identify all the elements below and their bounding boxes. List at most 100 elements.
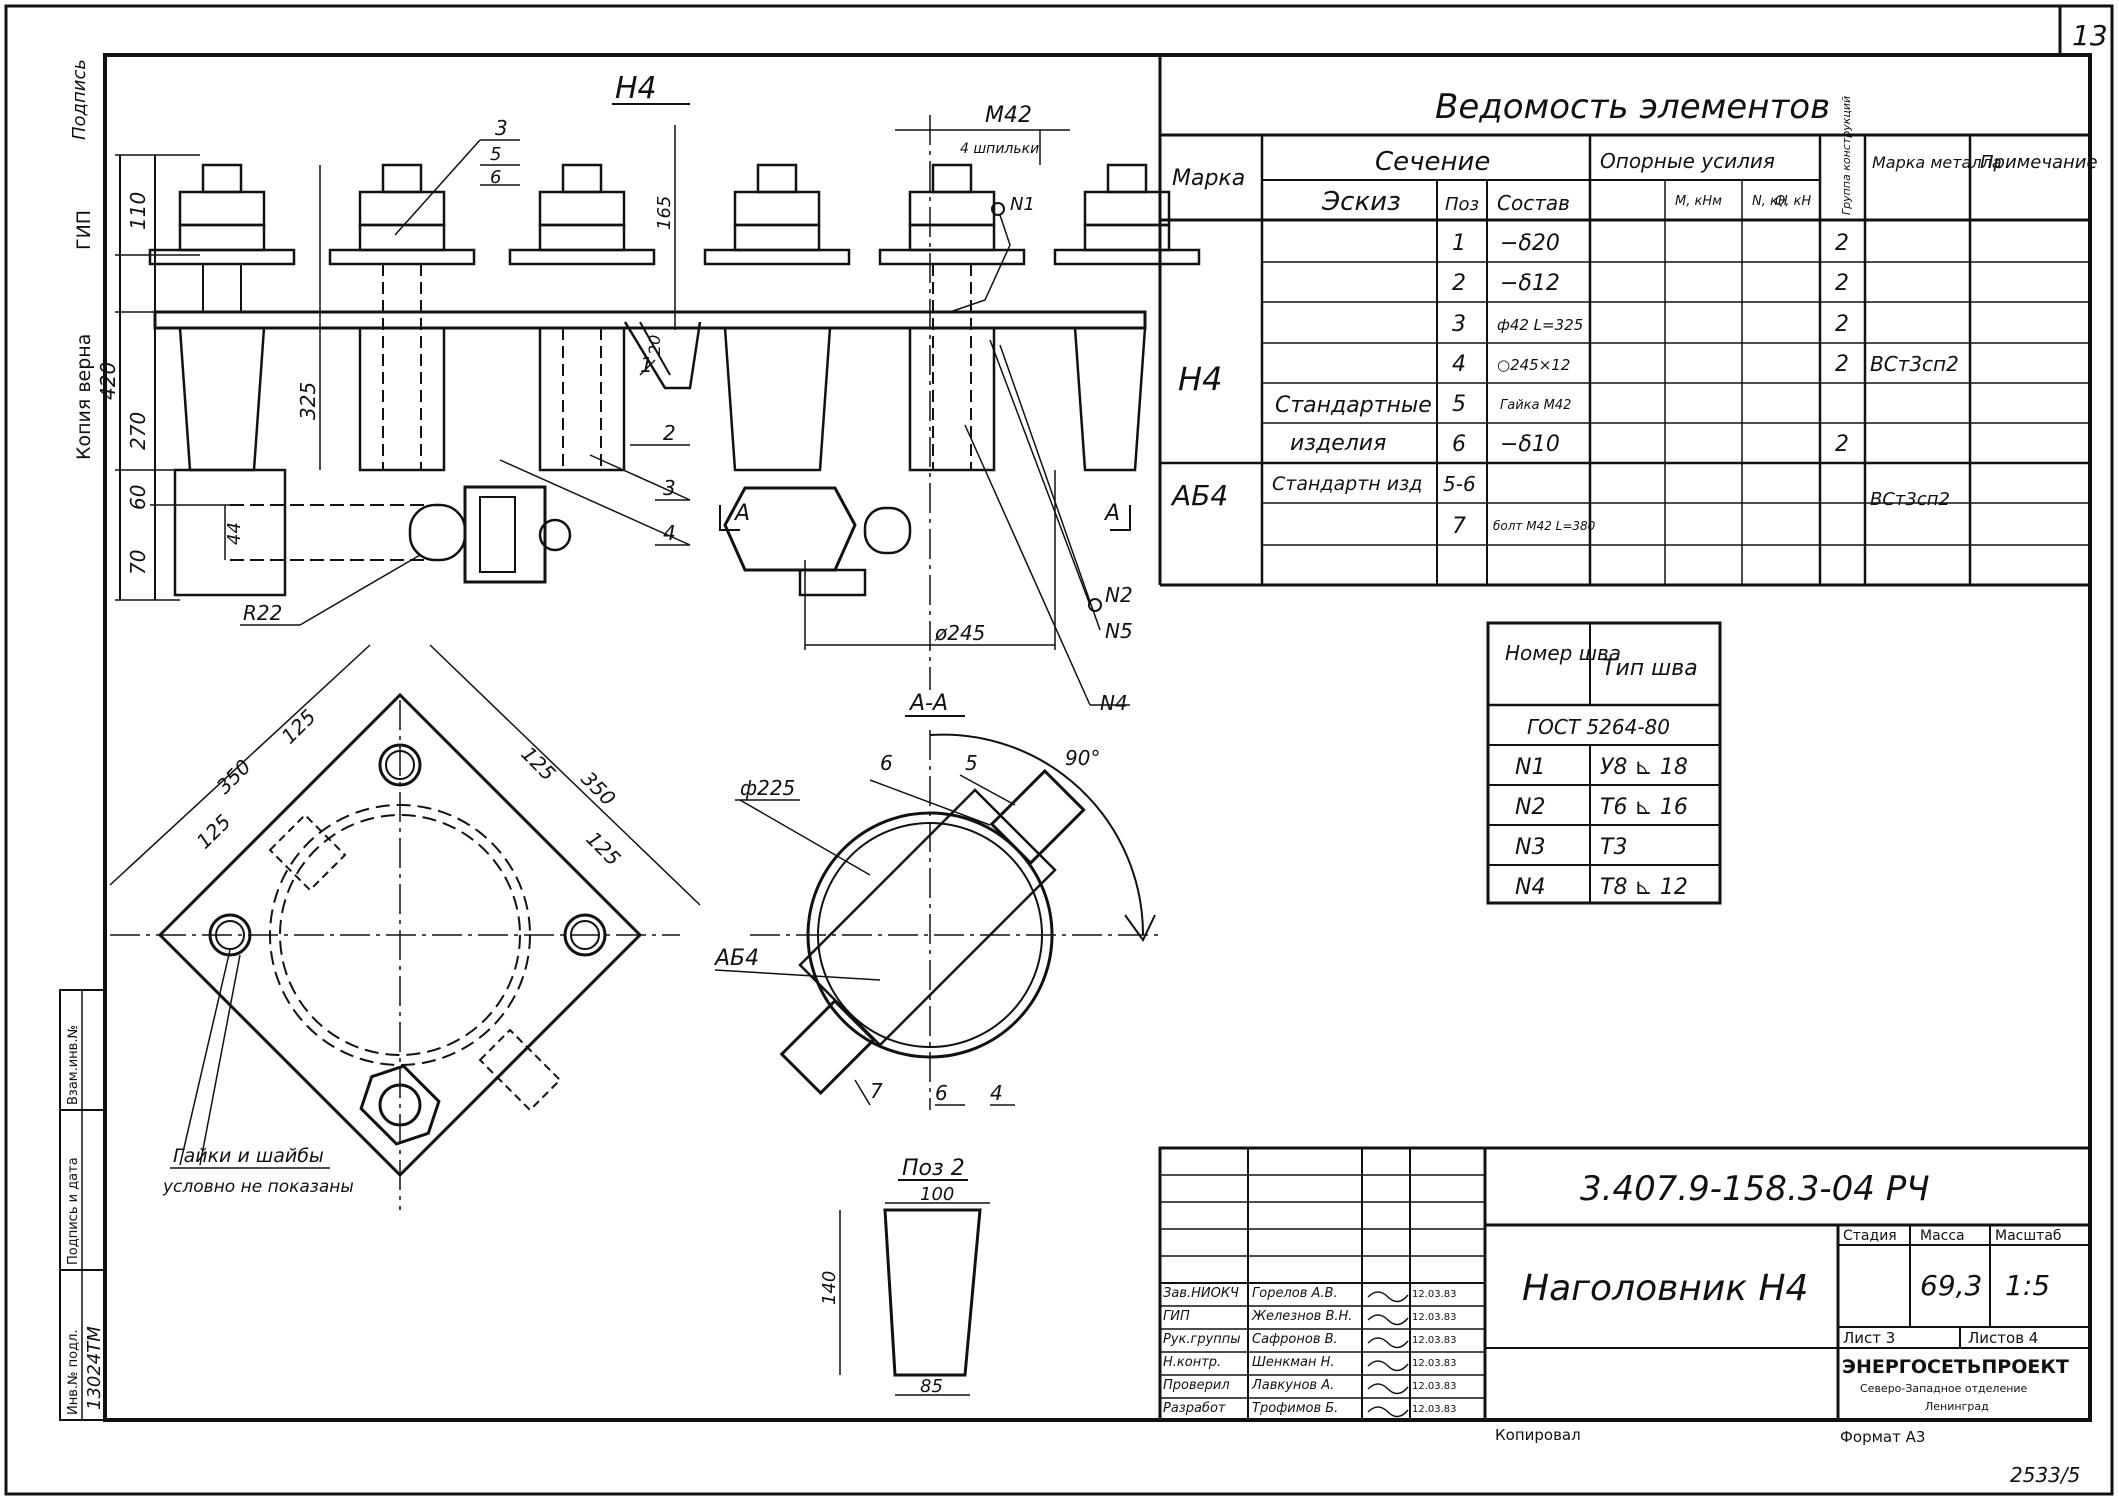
svg-text:Масса: Масса <box>1920 1228 1965 1244</box>
strip-replace-label: Взам.инв.№ <box>66 1025 81 1105</box>
svg-text:2533/5: 2533/5 <box>2010 1463 2080 1487</box>
svg-text:Примечание: Примечание <box>1980 152 2098 173</box>
section-bolt-body <box>798 788 1057 1047</box>
svg-text:2: 2 <box>1835 432 1849 457</box>
svg-text:N1: N1 <box>1010 194 1035 215</box>
svg-text:АБ4: АБ4 <box>713 946 759 971</box>
svg-text:Трофимов Б.: Трофимов Б. <box>1252 1401 1338 1416</box>
svg-text:12.03.83: 12.03.83 <box>1412 1289 1457 1300</box>
svg-text:12.03.83: 12.03.83 <box>1412 1312 1457 1323</box>
svg-text:5: 5 <box>965 751 978 775</box>
svg-text:ЭНЕРГОСЕТЬПРОЕКТ: ЭНЕРГОСЕТЬПРОЕКТ <box>1842 1356 2069 1378</box>
svg-text:Стадия: Стадия <box>1843 1228 1897 1244</box>
bolt-column-4 <box>703 163 851 472</box>
svg-text:Стандартные: Стандартные <box>1275 393 1432 418</box>
svg-text:4 шпильки: 4 шпильки <box>960 141 1039 157</box>
svg-text:3: 3 <box>495 116 508 140</box>
svg-text:12.03.83: 12.03.83 <box>1412 1404 1457 1415</box>
svg-text:N2: N2 <box>1105 583 1133 607</box>
pipe-left <box>173 468 287 597</box>
bolt-column-6 <box>1053 163 1201 472</box>
svg-text:12.03.83: 12.03.83 <box>1412 1381 1457 1392</box>
title-block: 3.407.9-158.3-04 РЧ Наголовник Н4 Стадия… <box>1158 1146 2092 1487</box>
top-plate <box>153 310 1147 330</box>
svg-text:5-6: 5-6 <box>1443 472 1476 496</box>
svg-text:А: А <box>733 501 750 526</box>
elements-table-title: Ведомость элементов <box>1435 87 1830 127</box>
plan-view: 350 125 125 125 350 125 Гайки и шайбы ус… <box>109 644 701 1210</box>
svg-text:Северо-Западное отделение: Северо-Западное отделение <box>1860 1382 2028 1395</box>
svg-text:12.03.83: 12.03.83 <box>1412 1358 1457 1369</box>
svg-text:6: 6 <box>1452 432 1466 457</box>
nut-right <box>723 486 857 572</box>
svg-text:2: 2 <box>1835 352 1849 377</box>
svg-text:○245×12: ○245×12 <box>1497 356 1570 374</box>
svg-text:Группа конструкций: Группа конструкций <box>1840 96 1853 215</box>
svg-text:ф42 L=325: ф42 L=325 <box>1497 316 1583 334</box>
svg-text:350: 350 <box>576 767 620 811</box>
svg-text:M42: M42 <box>985 103 1032 128</box>
svg-text:N, кН: N, кН <box>1752 194 1788 209</box>
svg-text:ø245: ø245 <box>934 621 985 645</box>
elements-table: Ведомость элементов Марка Сечение Эскиз … <box>1158 55 2098 587</box>
svg-text:1: 1 <box>640 353 653 377</box>
svg-text:АБ4: АБ4 <box>1170 479 1228 512</box>
bolt-end <box>408 503 467 562</box>
svg-text:Q, кН: Q, кН <box>1775 194 1811 209</box>
svg-text:Поз 2: Поз 2 <box>902 1156 965 1181</box>
svg-text:2: 2 <box>663 421 676 445</box>
svg-text:12.03.83: 12.03.83 <box>1412 1335 1457 1346</box>
svg-text:Н4: Н4 <box>1178 360 1222 398</box>
svg-text:N4: N4 <box>1515 875 1545 900</box>
sheet-number: 13 <box>2072 19 2108 52</box>
svg-text:N4: N4 <box>1100 691 1128 715</box>
svg-text:Зав.НИОКЧ: Зав.НИОКЧ <box>1163 1286 1239 1301</box>
svg-text:1:5: 1:5 <box>2005 1269 2050 1302</box>
svg-text:4: 4 <box>1452 352 1466 377</box>
svg-text:Номер шва: Номер шва <box>1505 641 1621 665</box>
svg-text:Стандартн изд: Стандартн изд <box>1272 473 1422 495</box>
drawing-code: 3.407.9-158.3-04 РЧ <box>1580 1169 1930 1209</box>
svg-text:Т3: Т3 <box>1600 835 1627 860</box>
svg-text:70: 70 <box>126 550 150 575</box>
svg-text:Лист 3: Лист 3 <box>1843 1329 1895 1347</box>
svg-text:1: 1 <box>1452 231 1466 256</box>
svg-text:Сафронов В.: Сафронов В. <box>1252 1332 1338 1347</box>
gip-stamp: ГИП <box>73 210 95 250</box>
bolt-column-2 <box>328 163 476 472</box>
svg-text:110: 110 <box>126 192 150 230</box>
svg-text:125: 125 <box>277 705 321 749</box>
svg-text:Ленинград: Ленинград <box>1925 1400 1989 1413</box>
svg-text:140: 140 <box>819 1271 840 1305</box>
section-title: А-А <box>908 691 948 716</box>
svg-text:7: 7 <box>870 1079 883 1103</box>
svg-text:5: 5 <box>490 144 501 165</box>
svg-text:Опорные усилия: Опорные усилия <box>1600 149 1775 173</box>
svg-text:Листов 4: Листов 4 <box>1968 1329 2038 1347</box>
svg-text:Формат А3: Формат А3 <box>1840 1428 1925 1446</box>
svg-text:−δ20: −δ20 <box>1500 231 1560 256</box>
svg-text:Горелов А.В.: Горелов А.В. <box>1252 1286 1338 1301</box>
nut-left <box>463 485 547 584</box>
svg-text:270: 270 <box>126 412 150 450</box>
svg-text:ГИП: ГИП <box>1163 1309 1190 1324</box>
stiffener-plate <box>623 321 702 390</box>
svg-text:6: 6 <box>935 1081 948 1105</box>
svg-text:Шенкман Н.: Шенкман Н. <box>1252 1355 1335 1370</box>
svg-text:А: А <box>1103 501 1120 526</box>
part-detail: Поз 2 100 140 85 <box>819 1156 990 1397</box>
svg-text:125: 125 <box>192 810 236 854</box>
svg-text:Копировал: Копировал <box>1495 1426 1581 1444</box>
svg-text:Гайка М42: Гайка М42 <box>1500 398 1571 413</box>
svg-text:R22: R22 <box>243 601 282 625</box>
svg-text:85: 85 <box>920 1376 943 1397</box>
strip-sign-label: Подпись и дата <box>66 1157 81 1265</box>
copy-stamp: Копия верна <box>73 334 95 460</box>
note-nuts-2: условно не показаны <box>162 1177 354 1197</box>
svg-text:2: 2 <box>1835 312 1849 337</box>
svg-text:3: 3 <box>1452 312 1466 337</box>
svg-text:6: 6 <box>880 751 893 775</box>
svg-text:4: 4 <box>990 1081 1003 1105</box>
view-title: Н4 <box>615 71 657 106</box>
